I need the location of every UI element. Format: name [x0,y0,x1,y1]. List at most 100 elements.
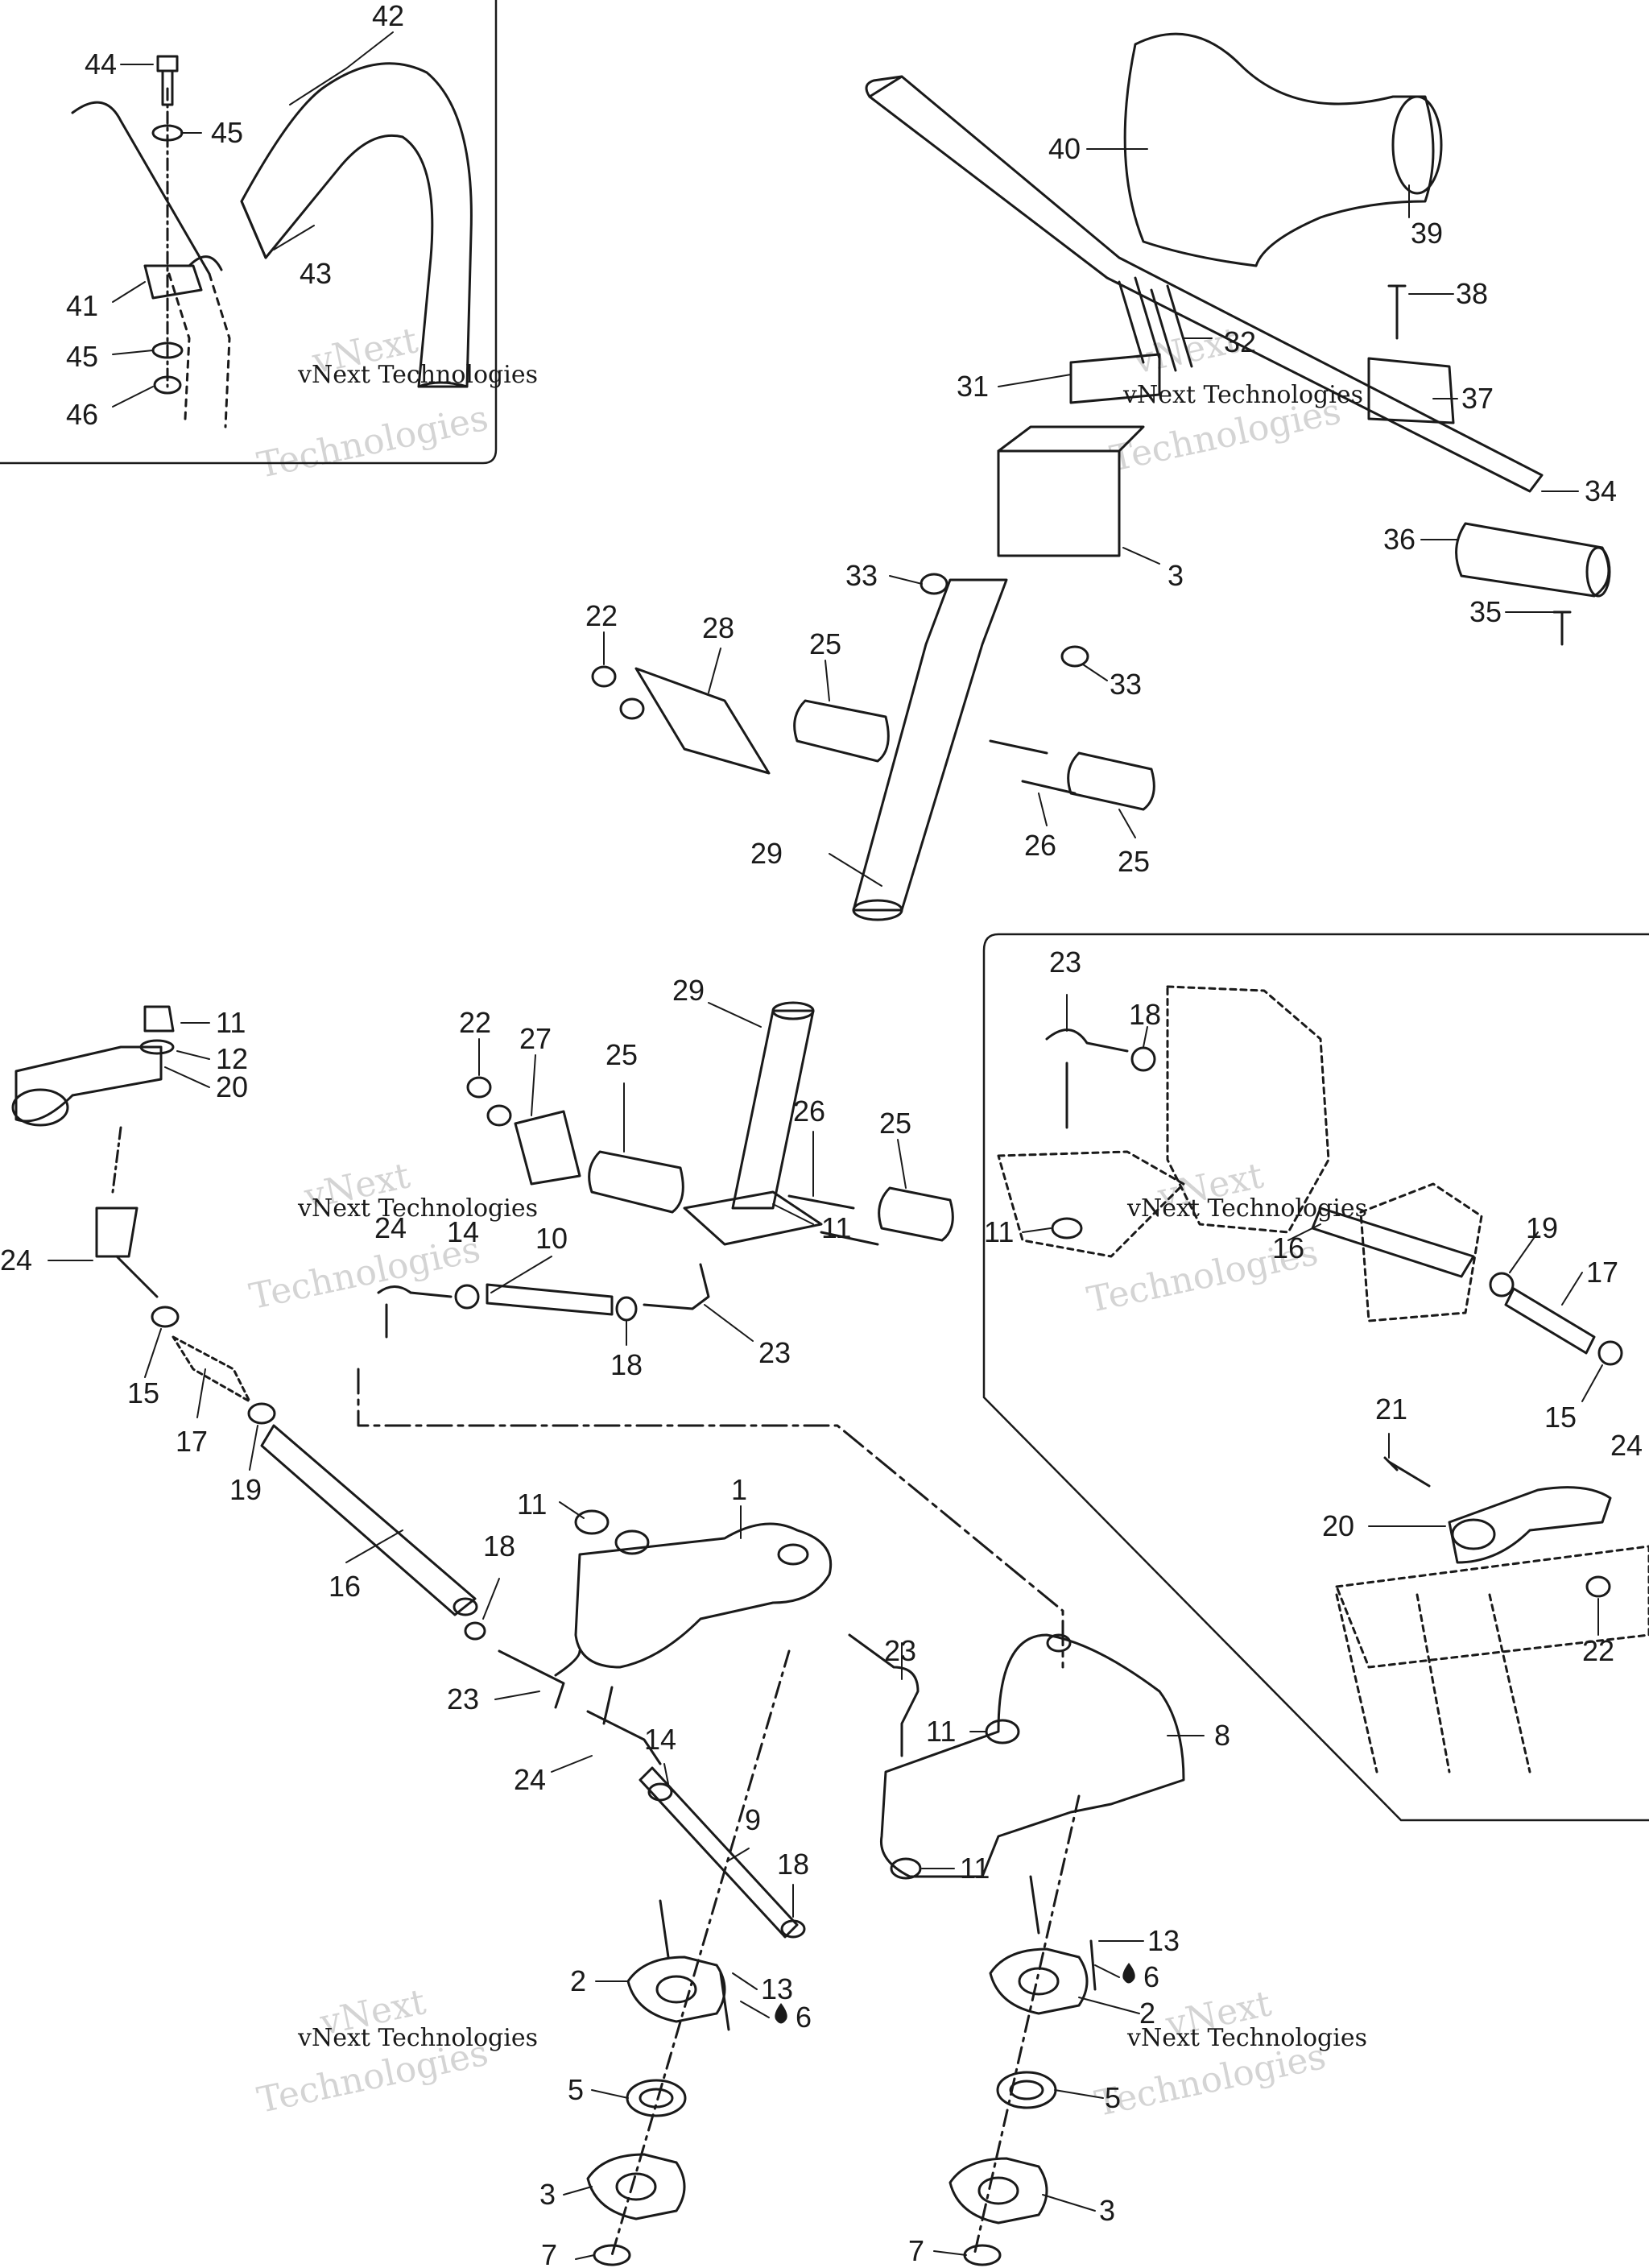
nut-46 [153,375,182,395]
callout-7-left: 7 [541,2238,557,2268]
nut-11-plate-b [614,1529,650,1555]
leader-33-b [1082,664,1108,681]
callout-6-right: 6 [1143,1960,1159,1993]
clamp-25-right [1067,751,1155,811]
callout-24-left: 24 [0,1244,32,1277]
callout-11-plate: 11 [517,1488,547,1521]
column-29-mid [731,1009,815,1210]
handlebar-tube-dashed [208,272,231,428]
arm-20-inset-eye [1451,1518,1496,1550]
column-end [852,899,903,921]
callout-40: 40 [1048,132,1081,165]
tie-rod-16-end [453,1597,478,1616]
handlebar-assembly [591,32,1611,921]
frame-side-inset [1359,1182,1483,1322]
watermark-text: Technologies [254,398,491,486]
callout-23-left: 23 [447,1682,479,1715]
callout-16: 16 [329,1570,361,1603]
nut-19 [247,1402,276,1425]
cover-37 [1367,357,1455,424]
callout-3-right: 3 [1099,2194,1115,2227]
clamp-41-strap [188,255,223,271]
plate-27 [514,1110,581,1186]
nut-14-link [454,1284,480,1310]
bearing-plate-3-right-hole [977,2176,1019,2205]
callout-24-inset: 24 [1610,1429,1643,1462]
handlebar-tube-inset [71,101,211,275]
leader-13-left [732,1972,758,1990]
callout-23-inset: 23 [1049,946,1081,979]
leader-2-right [1078,1997,1140,2014]
ball-joint-23-left [498,1649,581,1709]
pad-cap-39 [1391,95,1443,195]
callout-36: 36 [1383,523,1415,556]
nut-18-mid [780,1919,806,1939]
callout-16-inset: 16 [1272,1231,1304,1264]
leader-16-inset [1287,1223,1321,1241]
callout-15-inset: 15 [1544,1401,1577,1434]
bearing-plate-3-left-hole [615,2172,657,2201]
spacer-26-mid [787,1194,879,1246]
callout-33-a: 33 [845,559,878,592]
callout-20: 20 [216,1070,248,1103]
leader-17-inset [1561,1272,1583,1306]
arm-plate-1-hole [777,1543,809,1566]
axis-column-left [610,1649,791,2257]
callout-21-inset: 21 [1375,1393,1407,1426]
bushing-5-right-inner [1009,2080,1044,2100]
rod-10 [486,1283,614,1316]
watermark-captions: vNext Technologies vNext Technologies vN… [297,361,1367,2052]
watermark-caption: vNext Technologies [297,1194,538,1223]
callout-11-lower: 11 [960,1852,990,1885]
watermark-caption: vNext Technologies [297,361,538,389]
bearing-plate-3-right [948,2157,1048,2225]
handlebar-34-left [865,75,903,98]
nut-22-b [619,697,645,720]
callout-45: 45 [211,116,243,149]
drop-icon [1122,1963,1135,1984]
screw-21-inset [1383,1456,1431,1488]
callout-24-link: 24 [374,1211,407,1244]
plate-8-hole [1046,1633,1072,1653]
callout-42: 42 [372,0,404,32]
leader-28 [708,648,721,693]
nut-19-inset [1489,1272,1515,1297]
callout-29-mid: 29 [672,974,705,1007]
leader-25-midright [897,1139,907,1189]
callout-3-left: 3 [539,2178,556,2211]
bearing-plate-2-left-hole [655,1975,697,2004]
callout-15: 15 [127,1376,159,1409]
callout-26-top: 26 [1024,829,1056,862]
bearing-plate-2-right [989,1947,1089,2015]
callout-28: 28 [702,611,734,644]
spacer-26 [989,739,1077,795]
leader-lines [48,31,1603,2260]
leader-9 [728,1848,750,1861]
arm-20-eye [11,1088,69,1127]
callout-39: 39 [1411,217,1443,250]
bracket-28 [634,667,771,775]
callout-5-right: 5 [1105,2081,1121,2114]
bushing-5-left [626,2079,687,2117]
riser-block-3-top [997,425,1145,453]
callout-27: 27 [519,1022,552,1055]
nut-22-inset [1585,1575,1611,1598]
lower-assembly [574,1509,1185,2266]
leader-15 [144,1328,162,1378]
callout-9: 9 [745,1803,761,1836]
callout-23-mid: 23 [758,1336,791,1369]
handlebar-tube-lower [167,272,191,420]
steering-column-29 [852,578,1008,912]
plate-8 [879,1633,1185,1878]
callout-22-inset: 22 [1582,1634,1614,1667]
nut-33-a [920,573,948,595]
callout-3-top: 3 [1168,559,1184,592]
grip-36-end [1585,546,1611,598]
column-flange [683,1190,823,1246]
callout-14: 14 [644,1723,676,1756]
bolt-13-right [1029,1875,1097,1991]
bearing-plate-2-left [626,1956,726,2023]
leader-11-inset [1022,1227,1052,1233]
callout-38: 38 [1456,277,1488,310]
